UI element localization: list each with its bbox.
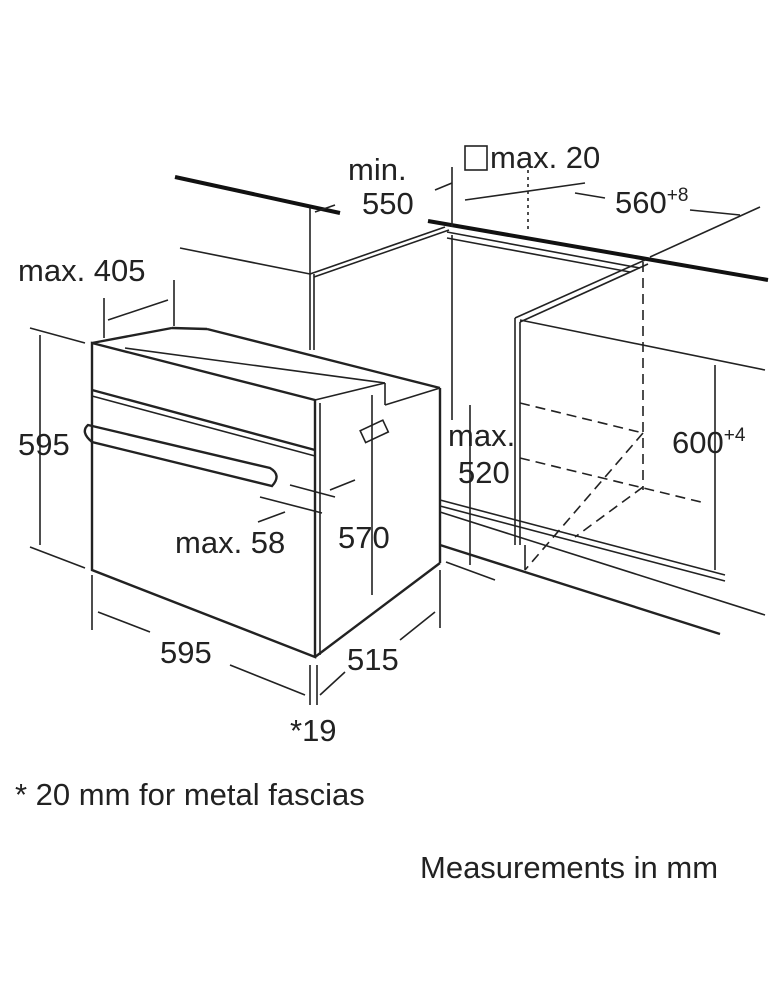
label-max-58: max. 58 [175,525,285,560]
label-height-595: 595 [18,427,70,462]
label-max-520-line2: 520 [458,455,510,490]
label-width-560-tolerance: +8 [667,185,689,206]
label-depth-550: 550 [362,186,414,221]
label-height-600-tolerance: +4 [724,425,746,446]
footnote: * 20 mm for metal fascias [15,777,365,812]
label-max-520-line1: max. [448,418,515,453]
label-fascia-19: *19 [290,713,337,748]
dimension-lines [29,182,741,705]
square-section-icon [464,145,488,171]
cabinet [179,167,766,636]
units-note: Measurements in mm [420,850,718,885]
label-width-595: 595 [160,635,212,670]
label-width-560-value: 560 [615,185,667,220]
label-min: min. [348,152,407,187]
label-depth-515: 515 [347,642,399,677]
label-height-600-value: 600 [672,425,724,460]
label-width-560: 560+8 [615,185,688,220]
label-max-20: max. 20 [490,140,600,175]
right-countertop [427,219,769,282]
label-max-405: max. 405 [18,253,146,288]
oven-handle [83,423,278,488]
left-countertop [174,175,341,215]
oven [83,326,442,659]
label-depth-570: 570 [338,520,390,555]
label-height-600: 600+4 [672,425,746,460]
